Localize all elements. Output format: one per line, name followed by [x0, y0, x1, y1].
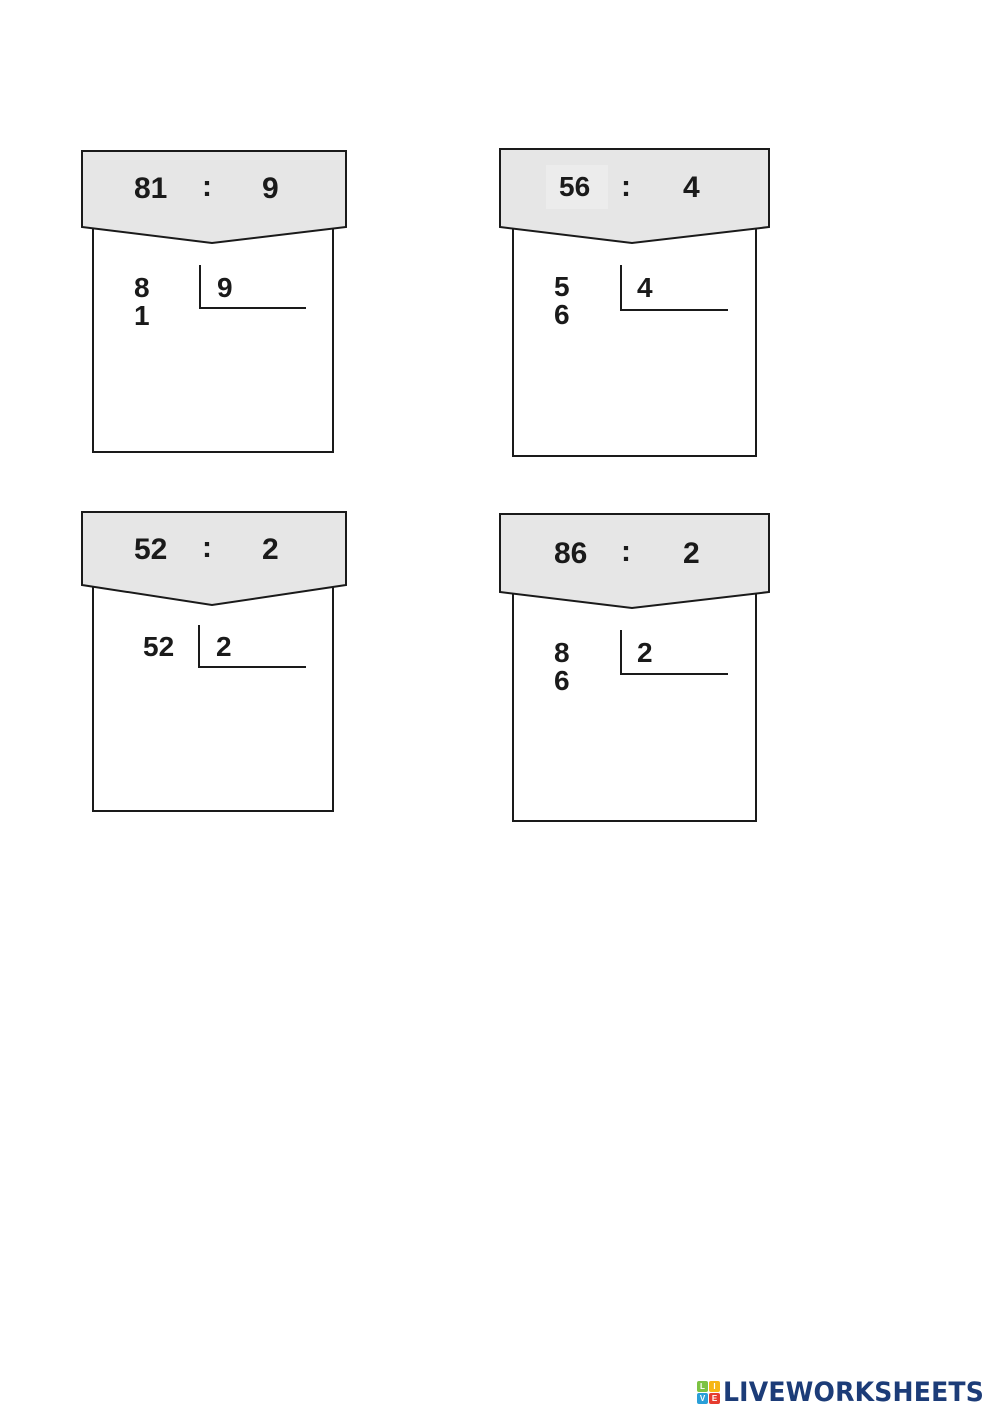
problem-operator: :	[621, 535, 631, 568]
tile-v: V	[697, 1392, 708, 1404]
tile-i: I	[709, 1380, 720, 1392]
long-division-divisor: 4	[637, 272, 653, 303]
problem-operator: :	[621, 170, 631, 203]
liveworksheets-logo: L I V E LIVEWORKSHEETS	[697, 1376, 1000, 1408]
long-division-dividend: 8 6	[554, 637, 576, 696]
problem-dividend: 81	[134, 172, 168, 205]
problem-divisor: 2	[262, 533, 279, 566]
problem-divisor: 4	[683, 171, 700, 204]
problem-operator: :	[202, 170, 212, 203]
problem-divisor: 9	[262, 172, 279, 205]
problem-dividend: 86	[554, 537, 588, 570]
tile-l: L	[697, 1380, 708, 1392]
liveworksheets-tiles-icon: L I V E	[697, 1380, 720, 1404]
problem-operator: :	[202, 531, 212, 564]
long-division-divisor: 9	[217, 272, 233, 303]
problem-dividend: 56	[559, 171, 591, 202]
brand-text: LIVEWORKSHEETS	[723, 1376, 984, 1408]
long-division-dividend: 5 6	[554, 271, 576, 330]
long-division-divisor: 2	[216, 631, 232, 662]
long-division-dividend: 8 1	[134, 272, 154, 331]
problem-divisor: 2	[683, 537, 700, 570]
tile-e: E	[709, 1392, 720, 1404]
long-division-divisor: 2	[637, 637, 653, 668]
problem-dividend: 52	[134, 533, 168, 566]
long-division-dividend: 52	[143, 631, 175, 662]
